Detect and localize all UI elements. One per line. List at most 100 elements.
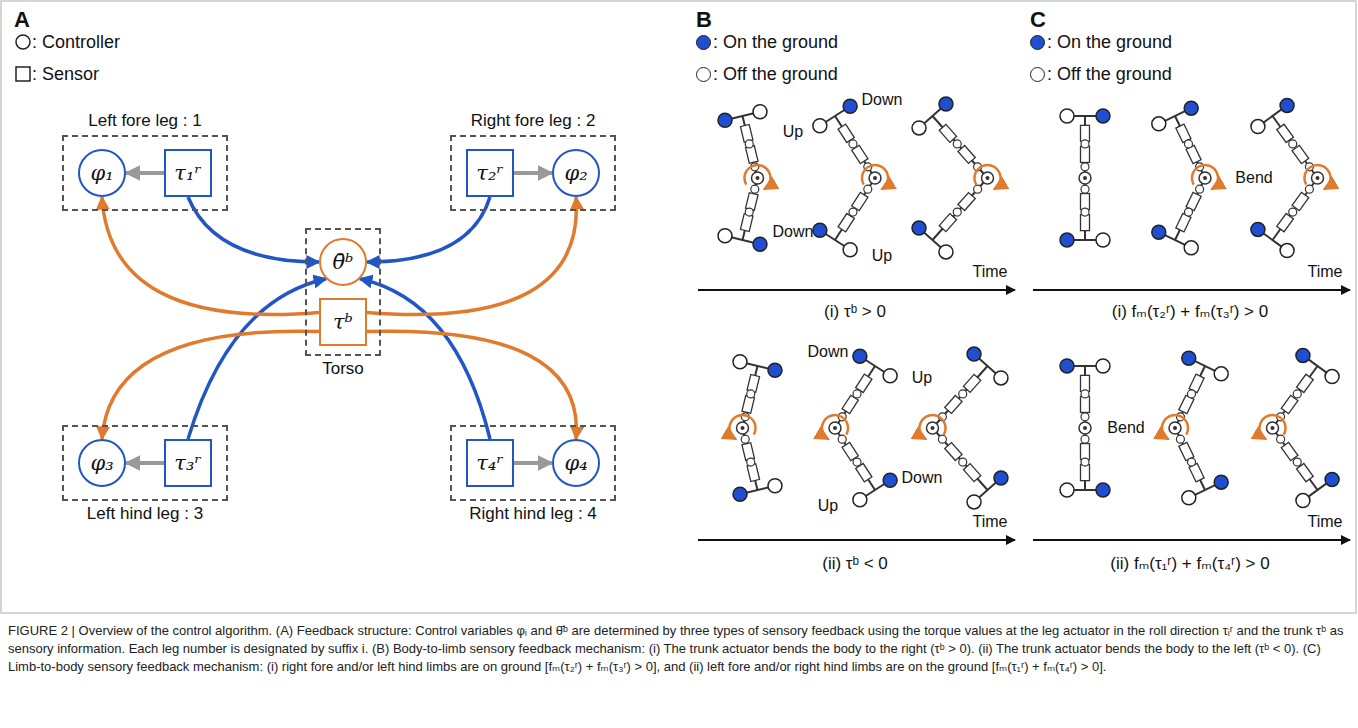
legend-swatch	[1030, 67, 1045, 82]
feedback-arrow	[367, 197, 490, 262]
group-heading: Right fore leg : 2	[471, 111, 596, 131]
legend-text: : Sensor	[32, 64, 99, 85]
feedback-arrow	[514, 461, 552, 465]
annotation-label: Up	[818, 496, 838, 515]
time-axis	[698, 539, 1015, 541]
leg-group-box: Left hind leg : 3φ₃τ₃ʳ	[62, 425, 228, 501]
sensor-square: τ₂ʳ	[466, 149, 514, 197]
annotation-label: Time	[1308, 512, 1343, 531]
trunk-joint-axis	[833, 426, 837, 430]
foot	[1060, 483, 1074, 497]
variable-symbol: θ̄ᵇ	[332, 250, 353, 274]
controller-circle: φ₂	[552, 149, 600, 197]
legend-row: : Controller	[14, 30, 120, 54]
body-segment	[835, 366, 875, 428]
foot	[1096, 483, 1110, 497]
body-segment	[835, 116, 875, 178]
spring-joint	[938, 435, 946, 443]
foot	[912, 221, 926, 235]
trunk-joint	[1199, 172, 1211, 184]
legend-swatch	[696, 67, 711, 82]
foot	[883, 473, 897, 487]
foot	[994, 471, 1008, 485]
spring-joint	[1081, 208, 1089, 216]
annotation-label: Up	[872, 246, 892, 265]
robot-poses	[718, 97, 1339, 509]
annotation-label: Time	[973, 512, 1008, 531]
legend-swatch	[696, 35, 711, 50]
panel-letter: B	[696, 7, 712, 33]
variable-symbol: φ₁	[90, 161, 113, 185]
trunk-joint	[737, 422, 749, 434]
spring-joint	[1185, 208, 1193, 216]
annotation-label: Time	[973, 262, 1008, 281]
sensor-square: τ₄ʳ	[466, 439, 514, 487]
spring-joint	[853, 390, 861, 398]
feedback-arrow	[126, 461, 164, 465]
feedback-arrow	[188, 197, 319, 262]
annotation-label: Time	[1308, 262, 1343, 281]
foot	[1060, 359, 1074, 373]
link-block	[963, 374, 980, 392]
foot	[939, 97, 953, 111]
annotation-label: Down	[862, 90, 903, 109]
legend-text: : On the ground	[713, 32, 838, 53]
foot	[753, 237, 767, 251]
spring-joint	[1196, 185, 1204, 193]
foot	[733, 487, 747, 501]
foot	[1184, 101, 1198, 115]
group-heading: Right hind leg : 4	[469, 504, 597, 524]
figure-caption: FIGURE 2 | Overview of the control algor…	[8, 622, 1350, 676]
foot	[1060, 233, 1074, 247]
spring-joint	[741, 435, 749, 443]
body-segment	[835, 178, 875, 240]
link-block	[742, 396, 755, 414]
sensor-sample	[16, 67, 30, 81]
legend-row: : Sensor	[14, 62, 99, 86]
foot	[1096, 359, 1110, 373]
trunk-joint-axis	[1271, 426, 1275, 430]
link-block	[1081, 375, 1090, 391]
bend-arrow	[1259, 415, 1285, 439]
spring-joint	[1081, 413, 1089, 421]
legend-row: : On the ground	[1030, 30, 1172, 54]
trunk-joint	[927, 422, 939, 434]
foot	[753, 105, 767, 119]
variable-symbol: φ₄	[564, 451, 587, 475]
body-segment	[1175, 428, 1205, 490]
foot	[1296, 348, 1310, 362]
annotation-label: (ii) τᵇ < 0	[822, 554, 888, 574]
trunk-joint	[869, 172, 881, 184]
trunk-joint	[752, 172, 764, 184]
body-segment	[1273, 178, 1318, 240]
trunk-joint-axis	[1083, 176, 1087, 180]
foot	[1060, 109, 1074, 123]
legend-row: : Off the ground	[1030, 62, 1172, 86]
foot	[813, 223, 827, 237]
trunk-joint-axis	[756, 176, 760, 180]
trunk-joint	[1312, 172, 1324, 184]
legend-text: : On the ground	[1047, 32, 1172, 53]
foot	[718, 229, 732, 243]
foot	[1251, 222, 1265, 236]
body-segment	[1175, 178, 1205, 240]
foot	[1214, 475, 1228, 489]
link-block	[945, 395, 962, 413]
foot	[853, 493, 867, 507]
spring-joint	[959, 458, 967, 466]
trunk-joint	[1267, 422, 1279, 434]
trunk-joint-axis	[986, 176, 990, 180]
body-segment	[835, 428, 875, 490]
spring-joint	[1081, 435, 1089, 443]
spring-joint	[849, 140, 857, 148]
spring-joint	[953, 140, 961, 148]
annotation-label: (i) fₘ(τ₂ʳ) + fₘ(τ₃ʳ) > 0	[1112, 302, 1268, 322]
foot	[1184, 241, 1198, 255]
controller-circle: φ₁	[78, 149, 126, 197]
spring-joint	[747, 390, 755, 398]
annotation-label: (i) τᵇ > 0	[824, 302, 886, 322]
spring-joint	[1188, 458, 1196, 466]
variable-symbol: τ₄ʳ	[476, 451, 503, 475]
link-block	[1081, 444, 1090, 460]
